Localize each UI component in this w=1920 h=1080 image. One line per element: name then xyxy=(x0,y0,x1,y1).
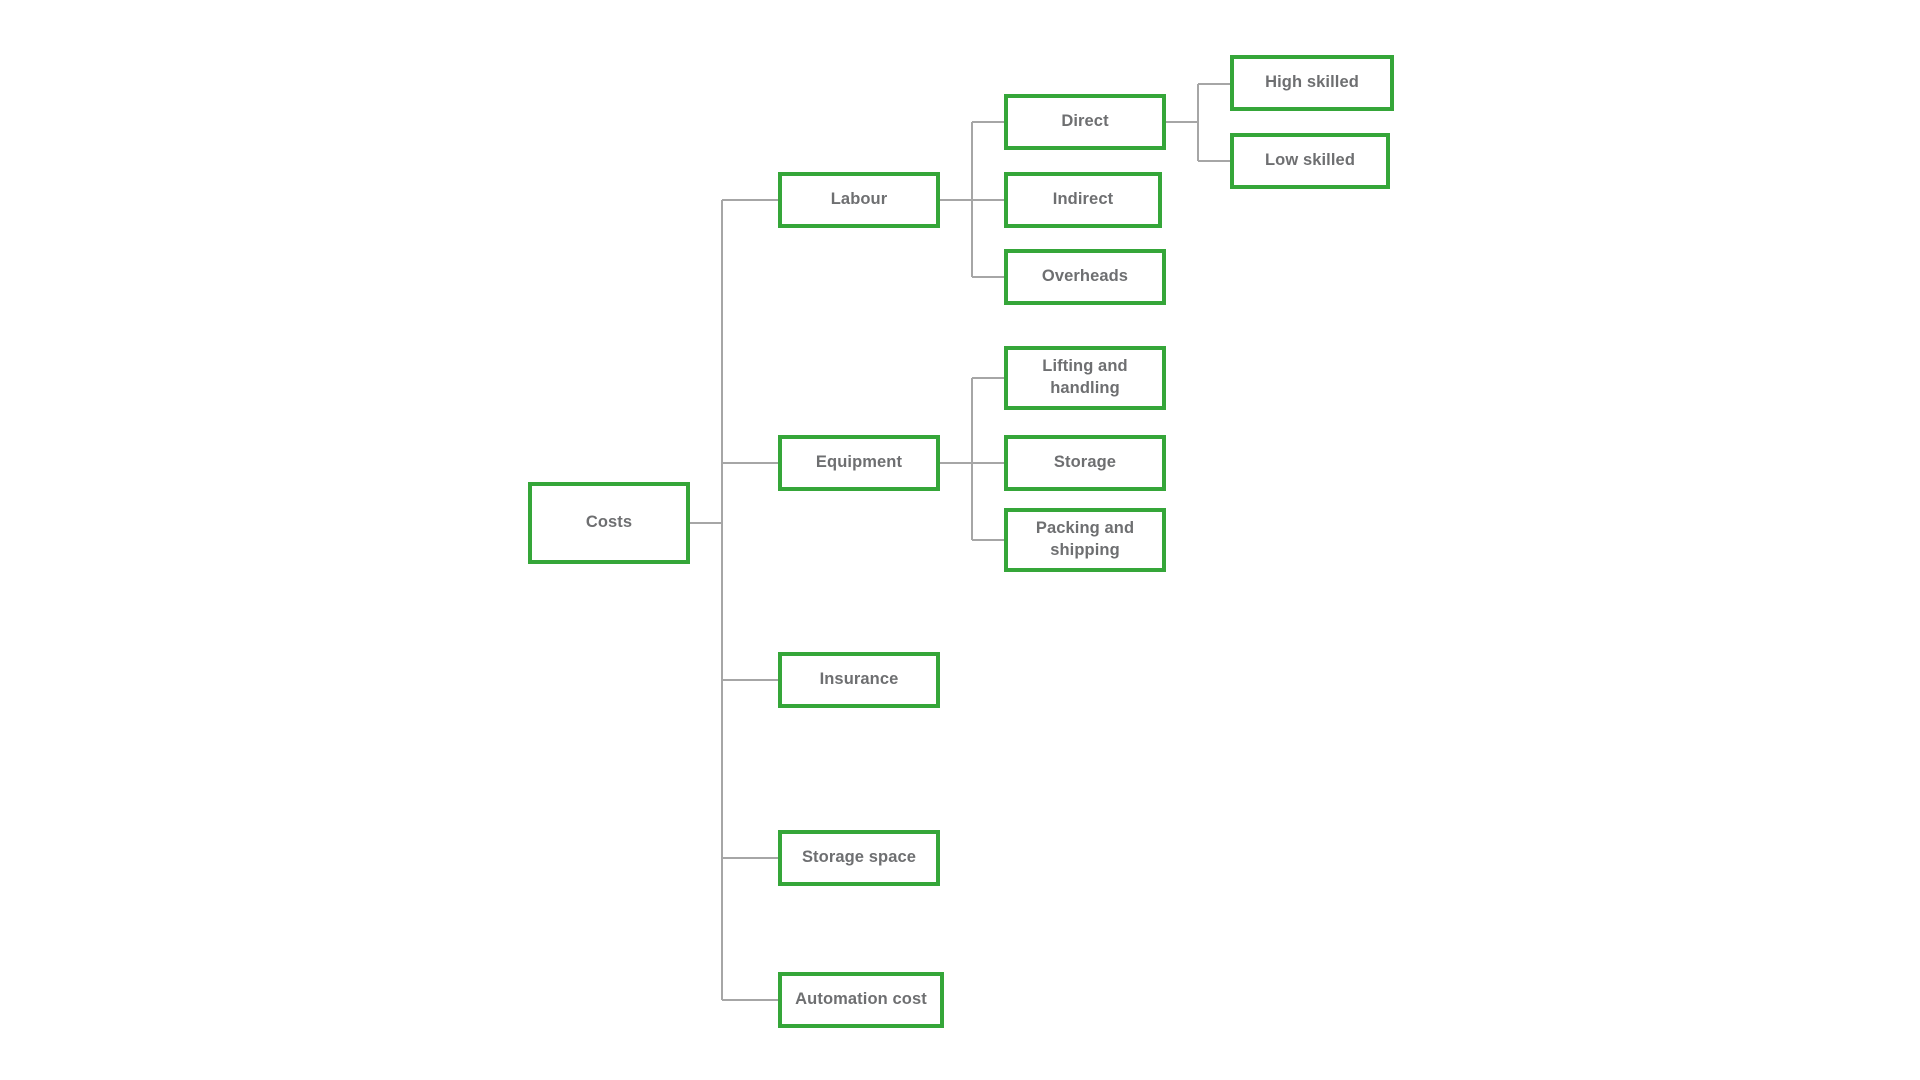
node-lifting-and-handling-label: Lifting and handling xyxy=(1042,357,1128,397)
node-indirect[interactable]: Indirect xyxy=(1004,172,1162,228)
node-low-skilled[interactable]: Low skilled xyxy=(1230,133,1390,189)
node-storage-space-label: Storage space xyxy=(801,848,917,867)
node-packing-and-shipping[interactable]: Packing and shipping xyxy=(1004,508,1166,572)
node-lifting-and-handling[interactable]: Lifting and handling xyxy=(1004,346,1166,410)
node-costs-label: Costs xyxy=(585,513,633,532)
node-low-skilled-label: Low skilled xyxy=(1264,151,1356,170)
node-automation-cost[interactable]: Automation cost xyxy=(778,972,944,1028)
node-high-skilled[interactable]: High skilled xyxy=(1230,55,1394,111)
node-indirect-label: Indirect xyxy=(1052,190,1114,209)
node-insurance-label: Insurance xyxy=(819,670,899,689)
node-storage[interactable]: Storage xyxy=(1004,435,1166,491)
node-overheads[interactable]: Overheads xyxy=(1004,249,1166,305)
node-labour[interactable]: Labour xyxy=(778,172,940,228)
node-storage-space[interactable]: Storage space xyxy=(778,830,940,886)
node-equipment-label: Equipment xyxy=(815,453,903,472)
node-automation-cost-label: Automation cost xyxy=(795,990,927,1009)
node-equipment[interactable]: Equipment xyxy=(778,435,940,491)
node-overheads-label: Overheads xyxy=(1041,267,1129,286)
node-labour-label: Labour xyxy=(830,190,888,209)
node-direct[interactable]: Direct xyxy=(1004,94,1166,150)
node-insurance[interactable]: Insurance xyxy=(778,652,940,708)
node-storage-label: Storage xyxy=(1053,453,1117,472)
node-packing-and-shipping-label: Packing and shipping xyxy=(1035,519,1135,559)
node-costs[interactable]: Costs xyxy=(528,482,690,564)
node-high-skilled-label: High skilled xyxy=(1265,73,1359,92)
node-direct-label: Direct xyxy=(1061,112,1109,131)
